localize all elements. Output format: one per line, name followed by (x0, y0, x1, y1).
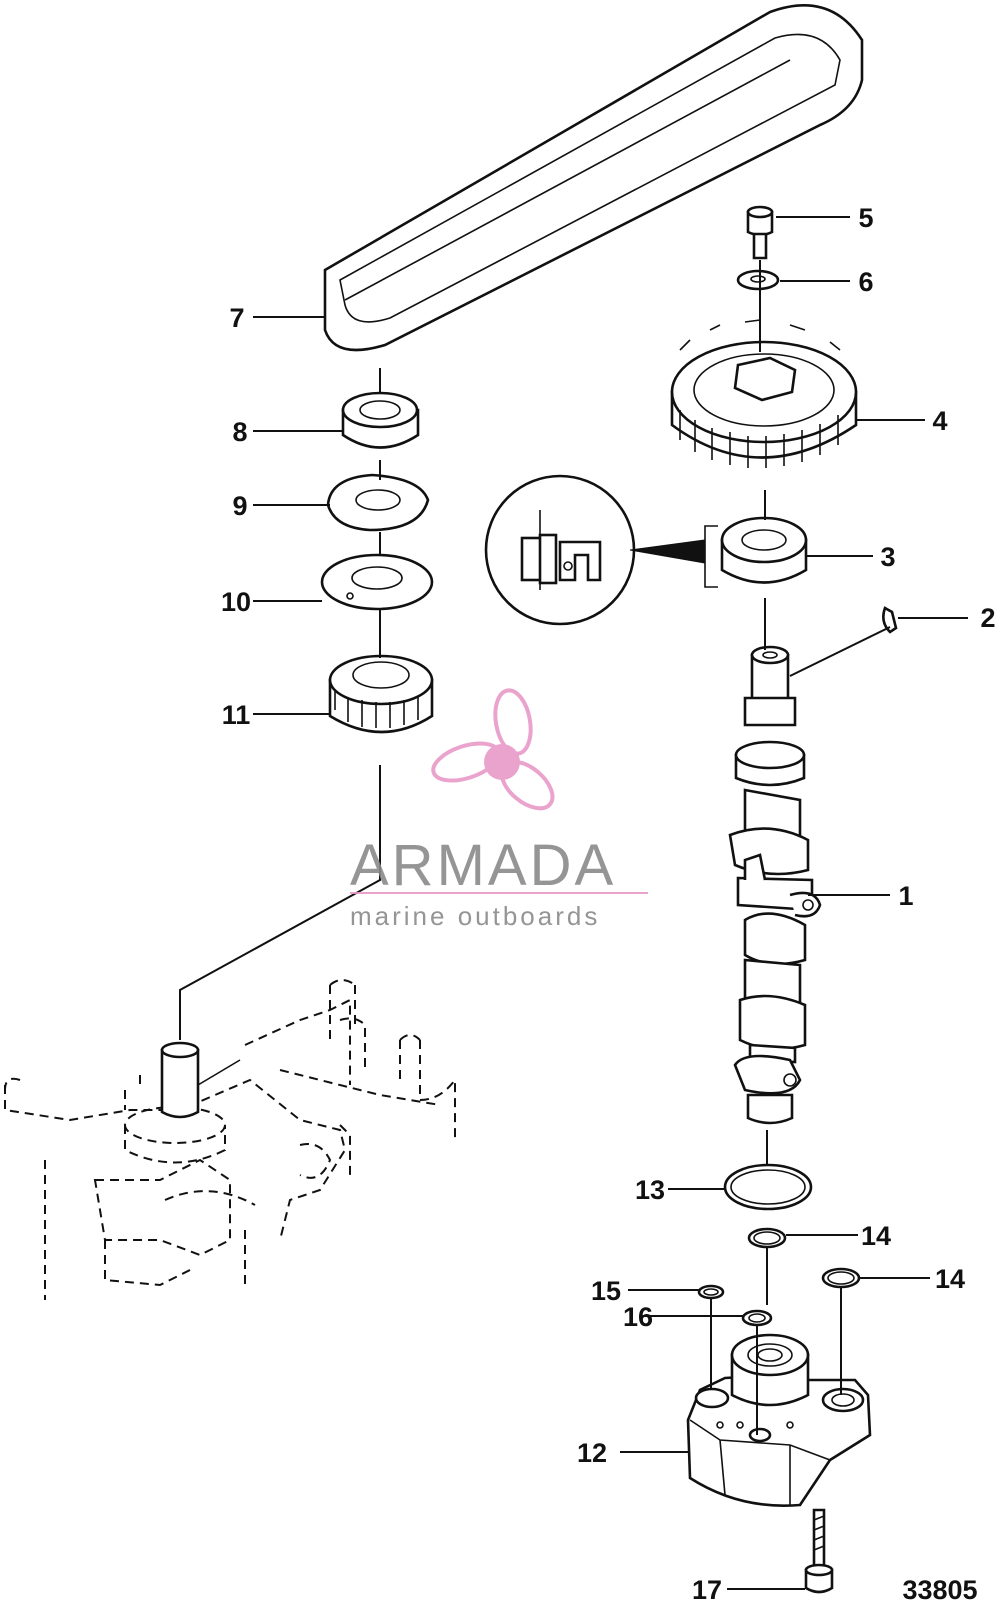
callout-11: 11 (222, 700, 251, 730)
callout-13: 13 (635, 1175, 665, 1205)
oil-pump (686, 1333, 872, 1507)
nut (341, 391, 420, 449)
propeller-logo-icon (431, 688, 555, 811)
pulley-plate (320, 553, 434, 611)
watermark-brand: ARMADA (350, 833, 616, 898)
callout-2: 2 (980, 603, 995, 633)
o-ring-16 (741, 1309, 773, 1327)
cam-washer (736, 269, 780, 291)
callout-14-center: 14 (861, 1221, 891, 1251)
o-ring-large (723, 1163, 813, 1211)
woodruff-key (882, 606, 898, 634)
crankshaft-pulley (328, 654, 434, 734)
timing-belt (323, 4, 864, 352)
watermark-tagline: marine outboards (350, 901, 600, 931)
tab-washer (326, 473, 430, 532)
o-ring-small-right (821, 1267, 861, 1289)
callout-labels: 7 8 9 10 11 5 6 4 3 2 1 13 14 14 15 16 1… (221, 203, 996, 1605)
install-direction-inset-icon (484, 474, 706, 626)
callout-3: 3 (880, 542, 895, 572)
callout-4: 4 (932, 406, 947, 436)
leader-lines (253, 216, 968, 1590)
o-ring-small-center (747, 1227, 787, 1249)
crankshaft-stub (160, 1041, 241, 1119)
armada-watermark: ARMADA marine outboards (350, 688, 648, 931)
callout-7: 7 (229, 303, 244, 333)
callout-5: 5 (858, 203, 873, 233)
engine-block-outline (4, 979, 456, 1300)
callout-6: 6 (858, 267, 873, 297)
callout-15: 15 (591, 1276, 621, 1306)
callout-14-right: 14 (935, 1264, 965, 1294)
o-ring-15 (697, 1284, 725, 1300)
figure-id: 33805 (902, 1575, 977, 1605)
camshaft (728, 645, 822, 1125)
camshaft-pulley (670, 319, 858, 468)
callout-8: 8 (232, 417, 247, 447)
callout-16: 16 (623, 1302, 653, 1332)
callout-17: 17 (692, 1575, 722, 1605)
assembly-leader (179, 765, 381, 1040)
cam-bolt (746, 205, 774, 260)
callout-12: 12 (577, 1438, 607, 1468)
pump-bolt (804, 1508, 834, 1594)
callout-1: 1 (898, 881, 913, 911)
callout-10: 10 (221, 587, 251, 617)
callout-9: 9 (232, 491, 247, 521)
camshaft-seal (704, 516, 808, 588)
